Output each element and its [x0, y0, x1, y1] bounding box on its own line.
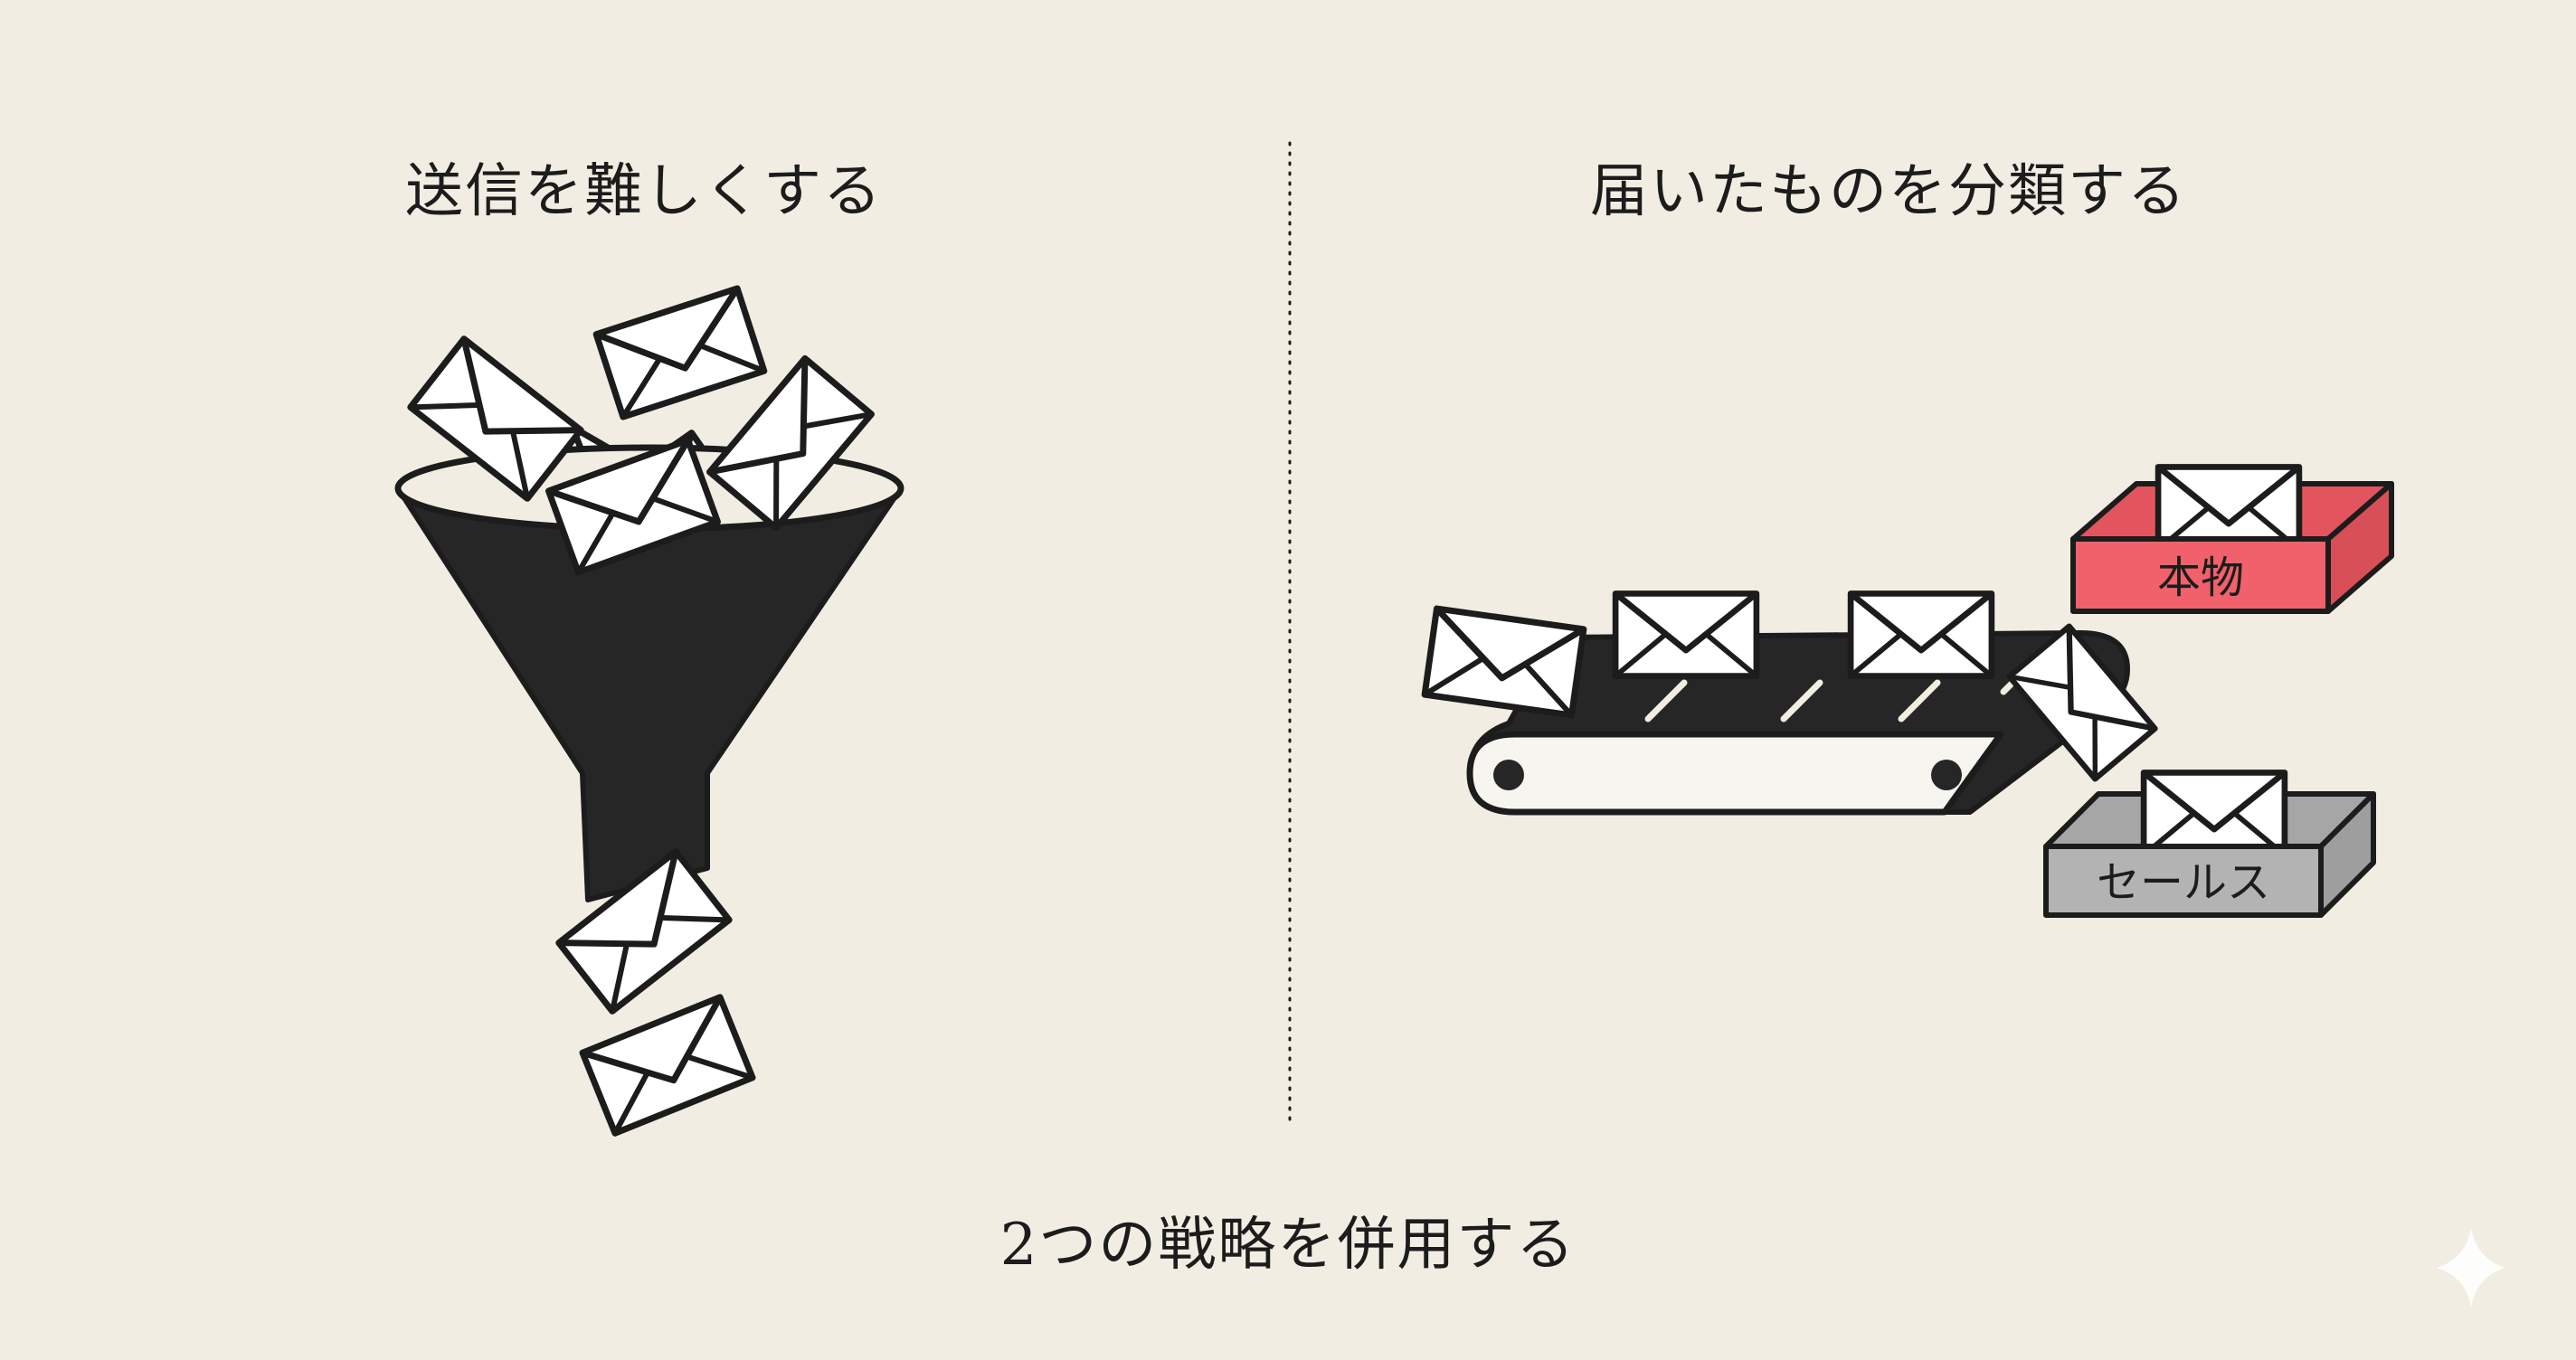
envelope-icon	[1851, 593, 1992, 675]
envelope-icon	[582, 997, 753, 1133]
sparkle-icon	[2437, 1228, 2505, 1308]
bin-real: 本物	[2070, 467, 2394, 614]
right-panel-title: 届いたものを分類する	[1590, 158, 2187, 225]
envelope-icon	[1615, 593, 1757, 675]
bin-sales-label: セールス	[2097, 857, 2270, 908]
envelope-icon	[596, 288, 764, 417]
bin-sales: セールス	[2043, 772, 2376, 918]
funnel-icon	[394, 288, 904, 1133]
caption: 2つの戦略を併用する	[999, 1212, 1577, 1279]
bin-real-label: 本物	[2157, 552, 2244, 603]
left-panel-title: 送信を難しくする	[405, 158, 883, 225]
envelope-icon	[1425, 609, 1584, 715]
envelope-icon	[2144, 772, 2285, 855]
